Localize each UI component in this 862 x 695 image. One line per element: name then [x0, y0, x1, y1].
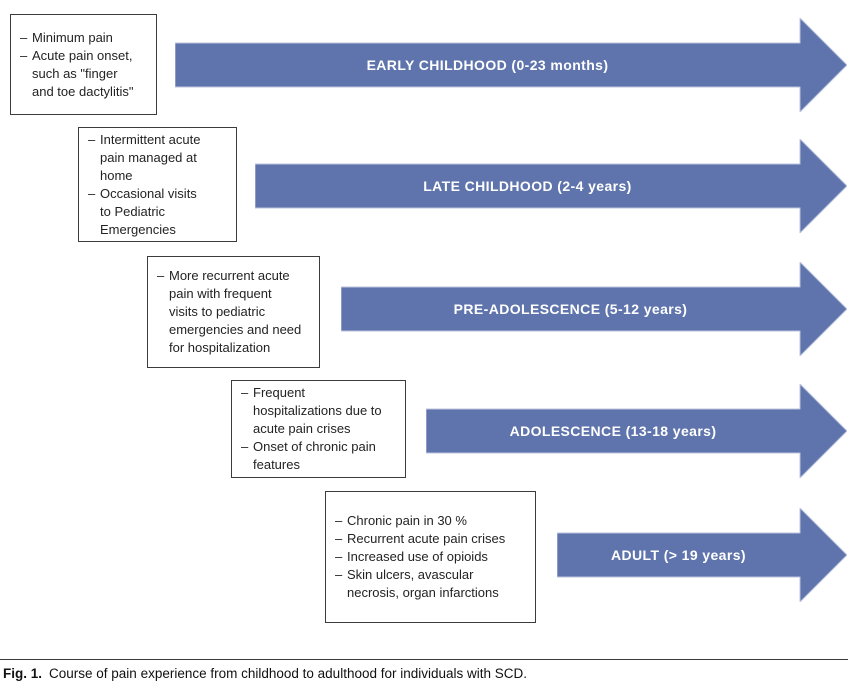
bullet-text: Minimum pain	[32, 29, 113, 45]
stage-arrow-label: ADULT (> 19 years)	[611, 547, 746, 563]
note-box-pre-adolescence: –More recurrent acute pain with frequent…	[147, 256, 320, 368]
stage-arrow-early-childhood: EARLY CHILDHOOD (0-23 months)	[175, 18, 847, 112]
figure-caption-label: Fig. 1.	[3, 666, 43, 681]
bullet-text: Intermittent acute pain managed at home	[100, 131, 201, 183]
bullet-text: More recurrent acute pain with frequent …	[169, 268, 302, 355]
bullet-dash: –	[241, 439, 249, 454]
note-box-adolescence: –Frequent hospitalizations due to acute …	[231, 380, 406, 478]
bullet-item: –Skin ulcers, avascular necrosis, organ …	[335, 566, 531, 602]
bullet-item: –Frequent hospitalizations due to acute …	[241, 384, 401, 438]
bullet-item: –Increased use of opioids	[335, 548, 531, 566]
bullet-dash: –	[241, 385, 249, 400]
right-arrow-shape	[426, 384, 847, 478]
bullet-item: –Acute pain onset, such as "finger and t…	[20, 47, 152, 101]
bullet-text: Onset of chronic pain features	[253, 439, 376, 472]
bullet-dash: –	[157, 268, 165, 283]
bullet-text: Recurrent acute pain crises	[347, 531, 506, 546]
bullet-item: –Chronic pain in 30 %	[335, 512, 531, 530]
bullet-text: Increased use of opioids	[347, 549, 488, 564]
stage-arrow-adult: ADULT (> 19 years)	[557, 508, 847, 602]
bullet-item: –Intermittent acute pain managed at home	[88, 131, 232, 185]
stage-arrow-label: EARLY CHILDHOOD (0-23 months)	[366, 57, 609, 73]
right-arrow-shape	[557, 508, 847, 602]
bullet-dash: –	[88, 185, 96, 201]
right-arrow-shape	[175, 18, 847, 112]
stage-arrow-adolescence: ADOLESCENCE (13-18 years)	[426, 384, 847, 478]
stage-arrow-late-childhood: LATE CHILDHOOD (2-4 years)	[255, 139, 847, 233]
bullet-dash: –	[20, 29, 28, 45]
bullet-text: Frequent hospitalizations due to acute p…	[253, 385, 382, 436]
bullet-dash: –	[88, 131, 96, 147]
caption-divider	[0, 659, 848, 660]
bullet-dash: –	[335, 531, 343, 546]
bullet-dash: –	[20, 47, 28, 63]
note-box-early-childhood: –Minimum pain–Acute pain onset, such as …	[10, 14, 157, 115]
stage-arrow-pre-adolescence: PRE-ADOLESCENCE (5-12 years)	[341, 262, 847, 356]
bullet-dash: –	[335, 513, 343, 528]
stage-arrow-label: LATE CHILDHOOD (2-4 years)	[423, 178, 632, 194]
bullet-text: Occasional visits to Pediatric Emergenci…	[100, 185, 197, 237]
figure-caption-text: Course of pain experience from childhood…	[49, 666, 528, 681]
bullet-dash: –	[335, 567, 343, 582]
bullet-text: Skin ulcers, avascular necrosis, organ i…	[347, 567, 499, 600]
stage-arrow-label: ADOLESCENCE (13-18 years)	[509, 423, 717, 439]
bullet-text: Acute pain onset, such as "finger and to…	[32, 47, 134, 99]
bullet-item: –More recurrent acute pain with frequent…	[157, 267, 315, 357]
right-arrow-shape	[341, 262, 847, 356]
note-box-adult: –Chronic pain in 30 %–Recurrent acute pa…	[325, 491, 536, 623]
right-arrow-shape	[255, 139, 847, 233]
stage-arrow-label: PRE-ADOLESCENCE (5-12 years)	[453, 301, 688, 317]
figure-caption: Fig. 1. Course of pain experience from ch…	[3, 665, 843, 682]
bullet-item: –Occasional visits to Pediatric Emergenc…	[88, 185, 232, 239]
bullet-item: –Onset of chronic pain features	[241, 438, 401, 474]
bullet-dash: –	[335, 549, 343, 564]
note-box-late-childhood: –Intermittent acute pain managed at home…	[78, 127, 237, 242]
bullet-item: –Minimum pain	[20, 29, 152, 47]
bullet-item: –Recurrent acute pain crises	[335, 530, 531, 548]
bullet-text: Chronic pain in 30 %	[347, 513, 467, 528]
